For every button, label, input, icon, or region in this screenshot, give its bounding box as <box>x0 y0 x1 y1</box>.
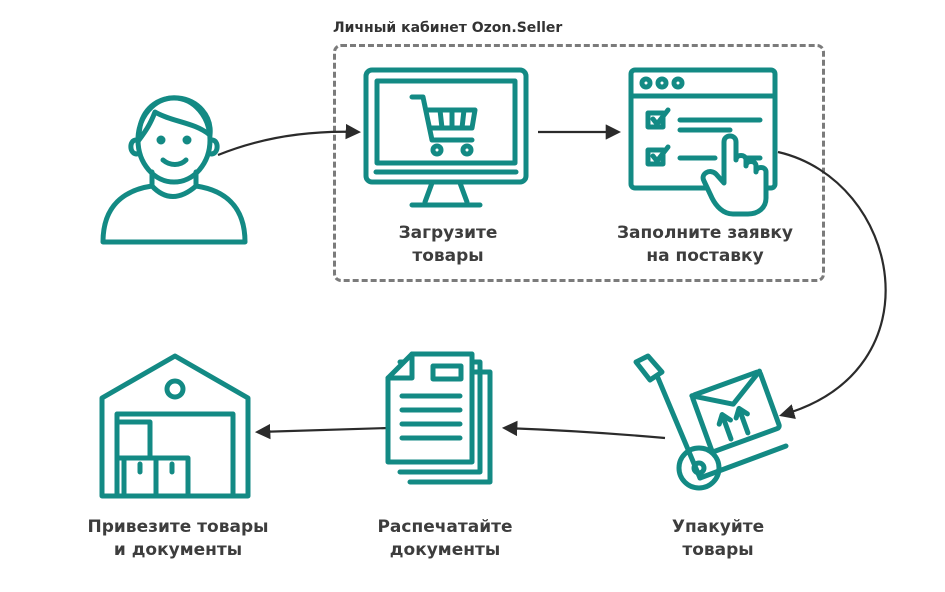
arrow-application-to-pack <box>777 150 887 420</box>
step-label-upload: Загрузите товары <box>398 223 498 266</box>
step-label-pack: Упакуйте товары <box>671 517 765 560</box>
user-icon <box>100 95 248 245</box>
group-title: Личный кабинет Ozon.Seller <box>333 20 563 36</box>
arrow-pack-to-print <box>501 420 666 440</box>
step-label-deliver: Привезите товары и документы <box>87 517 269 560</box>
step-label-application: Заполните заявку на поставку <box>616 223 794 266</box>
monitor-cart-icon <box>363 67 529 208</box>
arrow-print-to-deliver <box>254 423 389 440</box>
documents-icon <box>385 351 493 485</box>
step-label-print: Распечатайте документы <box>377 517 513 560</box>
seller-cabinet-group <box>333 44 825 282</box>
hand-truck-box-icon <box>633 353 789 491</box>
checklist-hand-icon <box>628 67 778 217</box>
arrow-user-to-upload <box>217 123 362 157</box>
warehouse-icon <box>99 353 251 499</box>
